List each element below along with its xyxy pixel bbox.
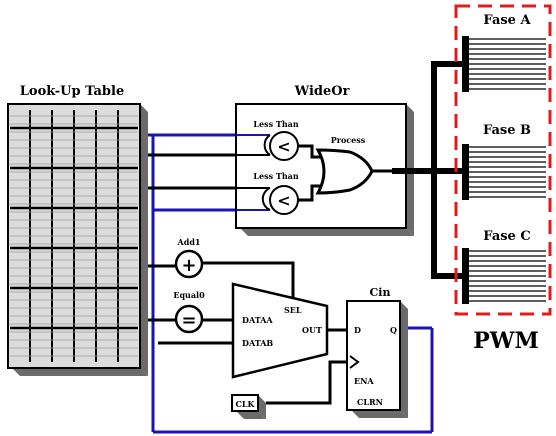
less-than-label-2: Less Than — [253, 171, 298, 181]
phase-bus-bar — [462, 144, 469, 200]
clrn-label: CLRN — [357, 397, 383, 407]
mux-block — [231, 282, 329, 379]
wire-add-to-sel — [202, 261, 295, 306]
lt2-out — [298, 184, 324, 202]
sel-label: SEL — [284, 305, 302, 315]
clock-edge-icon — [349, 355, 360, 369]
lt2-left-arc — [261, 187, 271, 211]
cin-frame — [346, 300, 401, 411]
look-up-table — [7, 103, 148, 376]
dataa-label: DATAA — [242, 315, 273, 325]
wideor-title: WideOr — [294, 84, 350, 99]
less-than-symbol-1: < — [277, 137, 290, 156]
less-than-symbol-2: < — [277, 191, 290, 210]
adder-circle — [174, 249, 204, 279]
less-than-label-1: Less Than — [253, 119, 298, 129]
clk-shadow-bottom — [236, 411, 266, 419]
lt1-left-arc — [263, 134, 271, 156]
lt1-circle — [269, 131, 299, 161]
fase-b-label: Fase B — [483, 123, 531, 138]
cin-shadow-bottom — [351, 410, 408, 418]
less-than-comparator-1: < — [263, 131, 299, 161]
cin-shadow-side — [400, 301, 408, 418]
wideor-internal-wires — [236, 134, 392, 211]
blue-wires — [148, 133, 434, 434]
lt1-out — [298, 144, 324, 159]
plus-symbol: + — [181, 255, 196, 276]
lut-grid — [10, 110, 138, 362]
process-label: Process — [331, 135, 366, 145]
phase-buses — [462, 36, 546, 304]
wideor-block — [235, 103, 414, 236]
fase-c-label: Fase C — [483, 229, 530, 244]
black-wires — [148, 153, 348, 405]
ena-label: ENA — [354, 376, 374, 386]
wire-clk — [266, 360, 348, 405]
lt2-circle — [269, 185, 299, 215]
wideor-frame — [235, 103, 407, 229]
lut-shadow-bottom — [12, 368, 148, 376]
clk-label: CLK — [236, 399, 256, 409]
lut-title: Look-Up Table — [20, 84, 124, 99]
out-label: OUT — [302, 325, 322, 335]
pwm-bus — [392, 61, 466, 279]
phase-bus-bar — [462, 36, 469, 92]
d-label: D — [354, 325, 361, 335]
datab-label: DATAB — [242, 338, 273, 348]
cin-flipflop — [346, 300, 408, 418]
wideor-shadow-bottom — [240, 228, 414, 236]
equal-label: Equal0 — [173, 290, 205, 300]
comparator-equal-circle — [174, 304, 204, 334]
fase-a-label: Fase A — [483, 13, 531, 28]
pwm-label: PWM — [473, 328, 539, 354]
add-label: Add1 — [177, 237, 201, 247]
or-gate — [315, 148, 374, 195]
cin-title: Cin — [370, 286, 391, 299]
less-than-comparator-2: < — [261, 185, 299, 215]
equals-symbol: = — [181, 310, 196, 331]
lut-shadow-side — [140, 104, 148, 376]
clk-box — [231, 394, 259, 412]
phase-bus-bar — [462, 248, 469, 304]
q-label: Q — [390, 325, 397, 335]
pwm-dashed-box — [454, 4, 552, 316]
